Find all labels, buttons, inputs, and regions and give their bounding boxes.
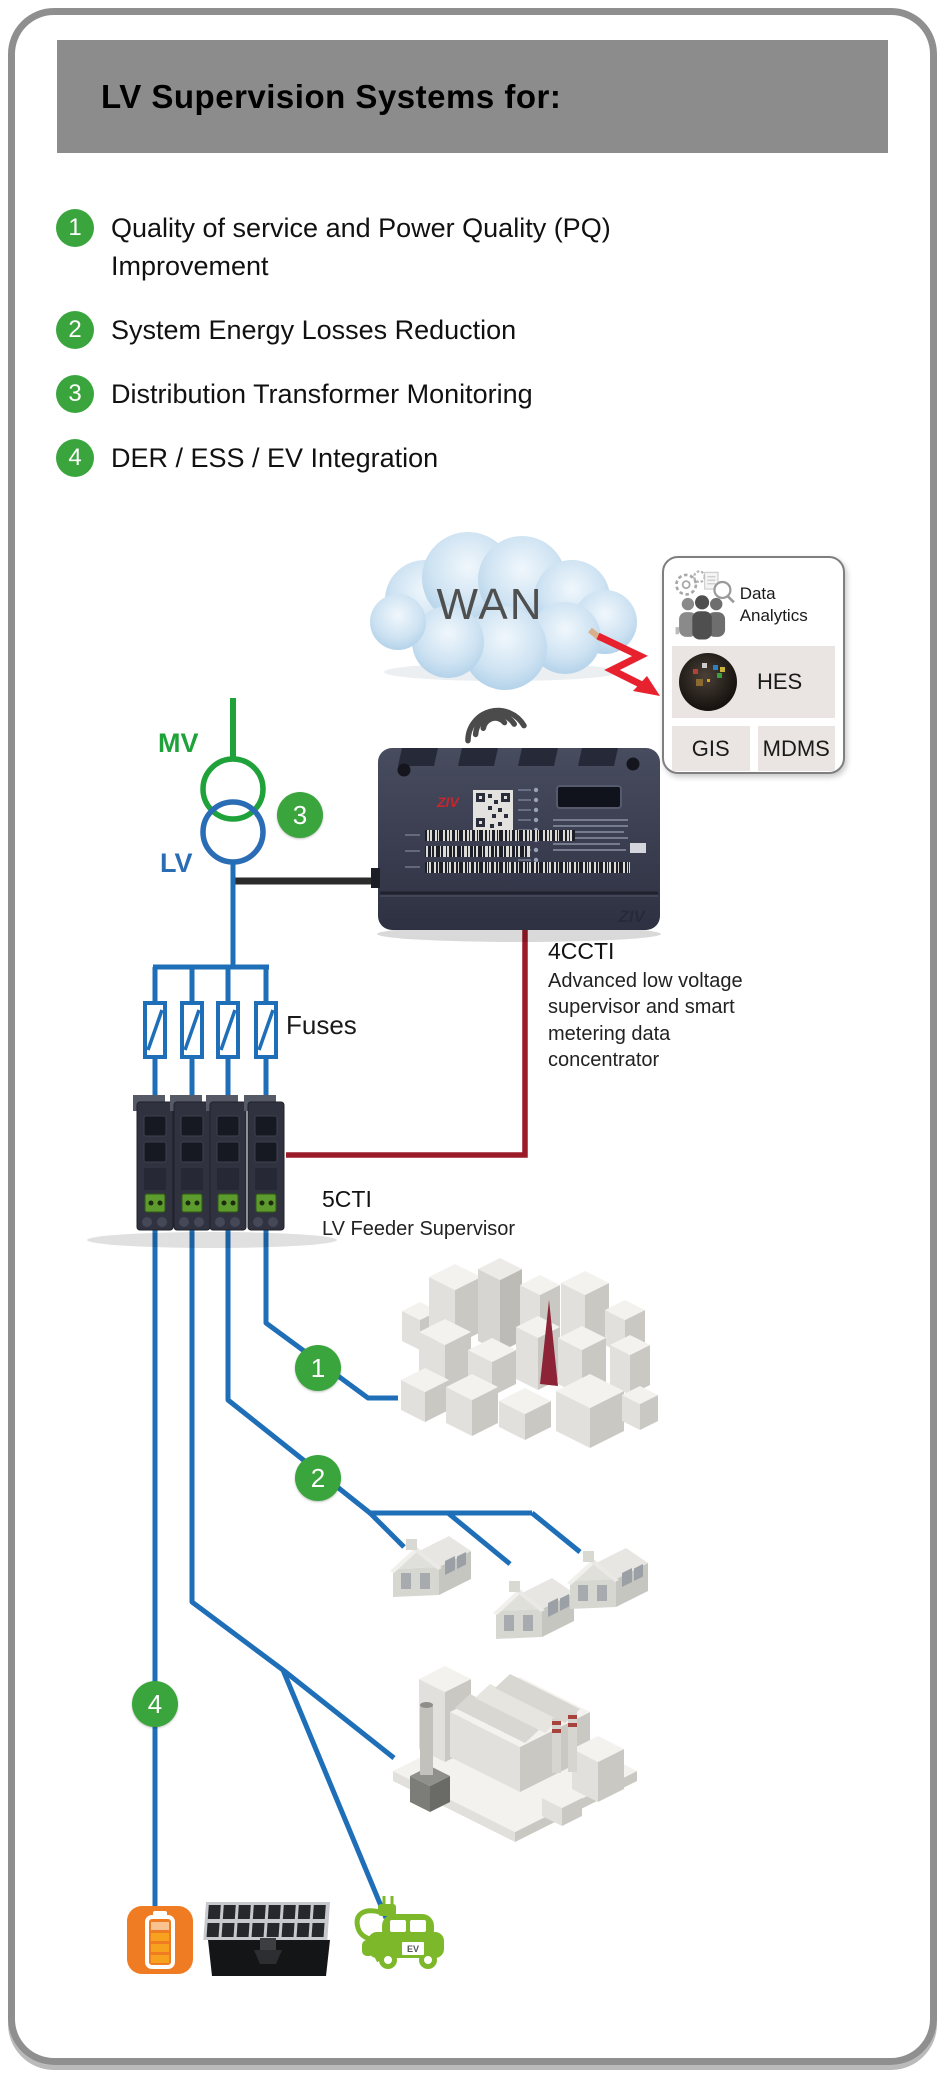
house	[493, 1578, 574, 1639]
mdms-chip: MDMS	[757, 726, 835, 771]
city-buildings	[401, 1258, 658, 1448]
wan-link-arrow-icon	[588, 627, 660, 696]
wan-label: WAN	[436, 580, 544, 629]
hes-label: HES	[757, 669, 803, 694]
lv-label: LV	[160, 848, 193, 878]
barcode-labels	[405, 830, 630, 873]
4ccti-description: Advanced low voltage supervisor and smar…	[548, 970, 743, 1072]
mv-lv-transformer	[200, 698, 266, 865]
solar-panel-icon	[203, 1902, 330, 1976]
benefit-4-text: DER / ESS / EV Integration	[111, 443, 439, 473]
5cti-description: LV Feeder Supervisor	[322, 1218, 516, 1240]
list-item: 4 DER / ESS / EV Integration	[56, 439, 836, 477]
5cti-label-block: 5CTI LV Feeder Supervisor	[322, 1186, 572, 1242]
diagram-badge-4: 4	[132, 1681, 178, 1727]
industrial-plant-details	[420, 1674, 580, 1775]
5cti-devices	[87, 1094, 337, 1248]
list-item: 3 Distribution Transformer Monitoring	[56, 375, 836, 413]
ziv-logo-embossed: ZIV	[618, 907, 647, 926]
5cti-name: 5CTI	[322, 1186, 372, 1212]
data-analytics-title: Data Analytics	[739, 583, 808, 625]
mv-label: MV	[158, 728, 199, 758]
wifi-icon	[465, 707, 527, 744]
residential-houses	[390, 1536, 648, 1639]
ziv-logo: ZIV	[436, 794, 460, 810]
house	[567, 1548, 648, 1609]
diagram-badge-2: 2	[295, 1455, 341, 1501]
benefit-4-badge: 4	[56, 439, 94, 477]
benefit-1-badge: 1	[56, 209, 94, 247]
data-analytics-header: Data Analytics	[672, 566, 835, 644]
data-analytics-people-icon	[675, 570, 735, 640]
ev-car-icon: EV	[354, 1896, 444, 1969]
fuses-label: Fuses	[286, 1010, 357, 1040]
battery-storage-icon	[127, 1906, 193, 1974]
benefit-1-text: Quality of service and Power Quality (PQ…	[111, 213, 611, 281]
diagram-badge-3: 3	[277, 792, 323, 838]
4ccti-name: 4CCTI	[548, 938, 615, 964]
benefit-3-text: Distribution Transformer Monitoring	[111, 379, 533, 409]
4ccti-label-block: 4CCTI Advanced low voltage supervisor an…	[548, 938, 748, 1074]
city-spire	[540, 1300, 558, 1386]
concentrator-supervisor-link	[286, 926, 528, 1158]
diagram-badge-1: 1	[295, 1345, 341, 1391]
data-analytics-panel: Data Analytics HES GIS MDMS	[662, 556, 845, 774]
benefit-3-badge: 3	[56, 375, 94, 413]
fuses-symbols	[143, 1001, 278, 1059]
4ccti-device: ZIV	[371, 748, 661, 942]
ev-plate: EV	[407, 1944, 419, 1954]
hes-row: HES	[672, 646, 835, 718]
wan-cloud	[370, 532, 637, 690]
list-item: 2 System Energy Losses Reduction	[56, 311, 836, 349]
hes-operator-photo	[679, 653, 737, 711]
page-title: LV Supervision Systems for:	[101, 77, 562, 115]
benefit-2-text: System Energy Losses Reduction	[111, 315, 517, 345]
list-item: 1 Quality of service and Power Quality (…	[56, 209, 836, 285]
benefits-list: 1 Quality of service and Power Quality (…	[56, 209, 836, 503]
benefit-2-badge: 2	[56, 311, 94, 349]
title-bar: LV Supervision Systems for:	[57, 40, 888, 153]
qr-code-icon	[473, 790, 513, 830]
gis-chip: GIS	[672, 726, 750, 771]
